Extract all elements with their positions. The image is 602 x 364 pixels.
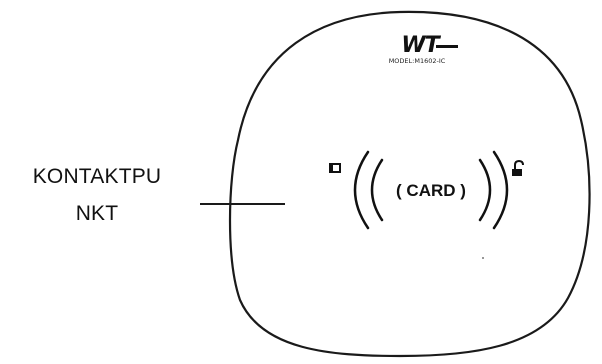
contact-point-label-line2: NKT [75,202,119,225]
card-label: ( CARD ) [396,181,466,200]
nfc-waves-right-icon [478,150,509,230]
brand-logo-text: WT [401,33,441,58]
card-slot-icon [329,163,341,173]
unlock-icon [512,159,524,176]
contact-point-label: KONTAKTPU NKT [22,158,172,232]
model-number: MODEL:M1602-IC [389,57,446,65]
device-outline [228,10,591,358]
brand-logo: WT [401,33,458,58]
brand-logo-underline [436,45,458,48]
surface-speck [482,257,484,259]
nfc-waves-left-icon [353,150,384,230]
contact-point-label-line1: KONTAKTPU [32,165,162,188]
